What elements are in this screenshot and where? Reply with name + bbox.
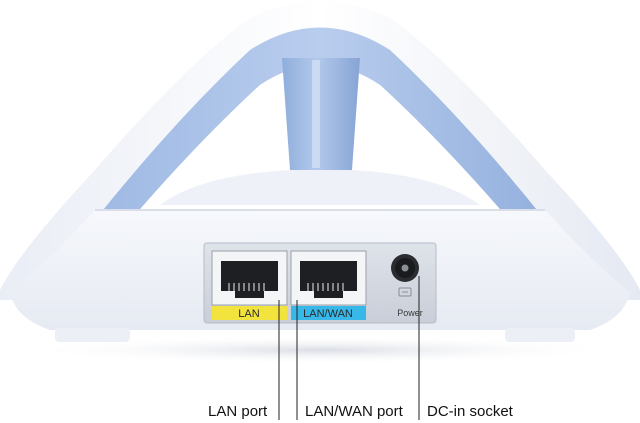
lan-port-callout: LAN port [208, 403, 268, 420]
lan-color-strip [212, 306, 287, 320]
router-inner-floor [160, 170, 480, 205]
router-center-pillar [282, 58, 360, 170]
power-label: Power [397, 308, 423, 318]
pillar-highlight [312, 60, 320, 168]
lan-wan-color-strip [291, 306, 366, 320]
floor-shadow [20, 336, 620, 364]
dc-in-socket-callout: DC-in socket [427, 403, 513, 420]
lan-wan-port-label: LAN/WAN [303, 308, 353, 320]
dc-in-socket [391, 254, 419, 282]
lan-wan-port [290, 250, 367, 306]
lan-port [211, 250, 288, 306]
router-blue-band [95, 27, 545, 220]
router-foot-left [55, 328, 130, 342]
lan-wan-port-callout: LAN/WAN port [305, 403, 403, 420]
power-symbol-icon [398, 287, 412, 297]
lan-port-label: LAN [238, 308, 259, 320]
router-foot-right [505, 328, 575, 342]
